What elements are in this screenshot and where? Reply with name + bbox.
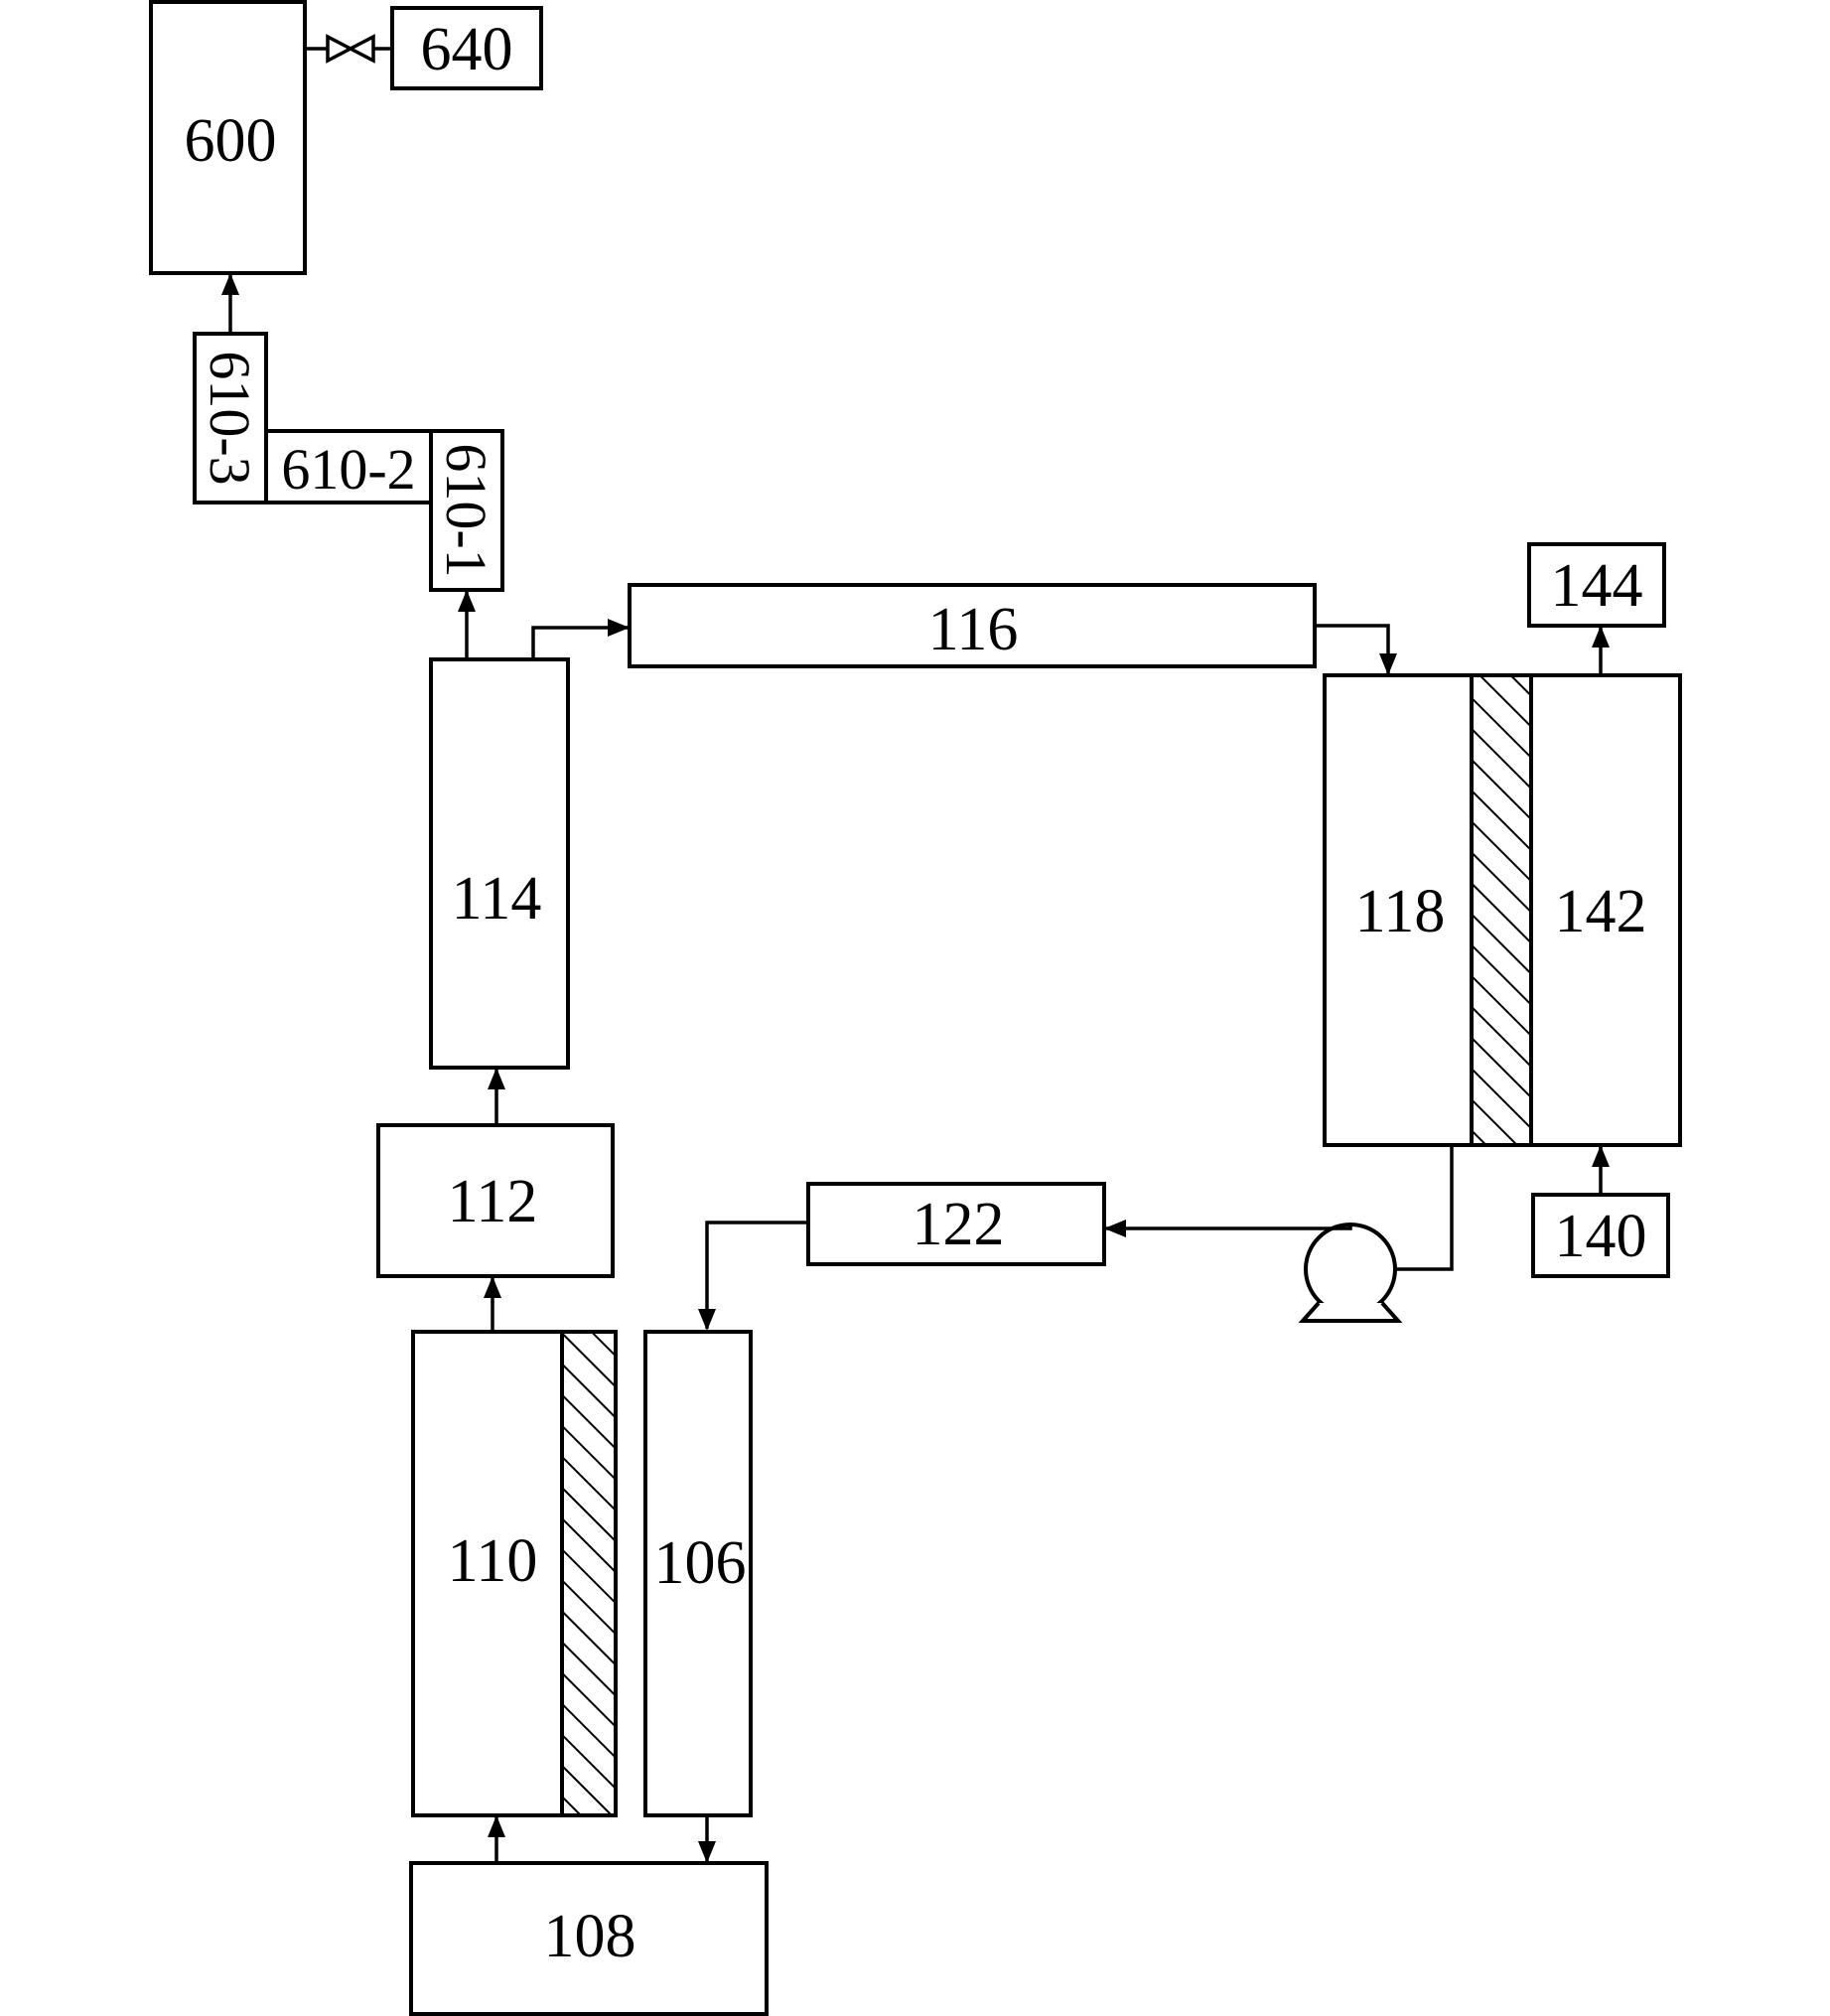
box-140-label: 140 xyxy=(1555,1203,1647,1270)
box-122: 122 xyxy=(806,1182,1106,1266)
box-142-label: 142 xyxy=(1555,878,1647,945)
membrane-110 xyxy=(560,1330,618,1817)
box-108-label: 108 xyxy=(544,1903,636,1970)
box-116-label: 116 xyxy=(928,596,1019,663)
box-640: 640 xyxy=(390,6,543,90)
box-140: 140 xyxy=(1531,1193,1670,1278)
cell-110: 110 xyxy=(411,1330,564,1817)
valve-to-640 xyxy=(305,34,392,64)
segment-610-2: 610-2 xyxy=(264,429,433,504)
pump-icon xyxy=(1298,1223,1403,1323)
box-110-label: 110 xyxy=(448,1527,538,1595)
cell-142: 142 xyxy=(1529,673,1682,1147)
segment-610-3-label: 610-3 xyxy=(198,351,262,485)
box-112-label: 112 xyxy=(448,1168,538,1235)
box-112: 112 xyxy=(376,1123,615,1278)
arrow-116-to-118 xyxy=(1315,624,1397,675)
box-144: 144 xyxy=(1527,542,1666,628)
box-106-label: 106 xyxy=(654,1529,747,1597)
cell-118: 118 xyxy=(1323,673,1474,1147)
arrow-pump-to-122 xyxy=(1104,1220,1352,1237)
segment-610-2-label: 610-2 xyxy=(281,437,415,502)
box-114: 114 xyxy=(429,657,570,1070)
tank-600-label: 600 xyxy=(185,107,277,175)
segment-610-3: 610-3 xyxy=(193,332,268,504)
box-106: 106 xyxy=(643,1330,753,1817)
box-108: 108 xyxy=(409,1861,769,2016)
arrow-114-to-116 xyxy=(531,619,630,659)
segment-610-1-label: 610-1 xyxy=(434,443,498,577)
box-114-label: 114 xyxy=(452,865,542,933)
valve-icon xyxy=(326,34,354,64)
box-122-label: 122 xyxy=(913,1191,1005,1258)
box-144-label: 144 xyxy=(1551,552,1643,620)
box-118-label: 118 xyxy=(1355,878,1446,945)
tank-600: 600 xyxy=(149,0,307,275)
box-116: 116 xyxy=(628,583,1317,668)
segment-610-1: 610-1 xyxy=(429,429,504,592)
arrow-122-to-106 xyxy=(698,1221,808,1331)
box-640-label: 640 xyxy=(421,16,513,83)
membrane-118-142 xyxy=(1470,673,1533,1147)
